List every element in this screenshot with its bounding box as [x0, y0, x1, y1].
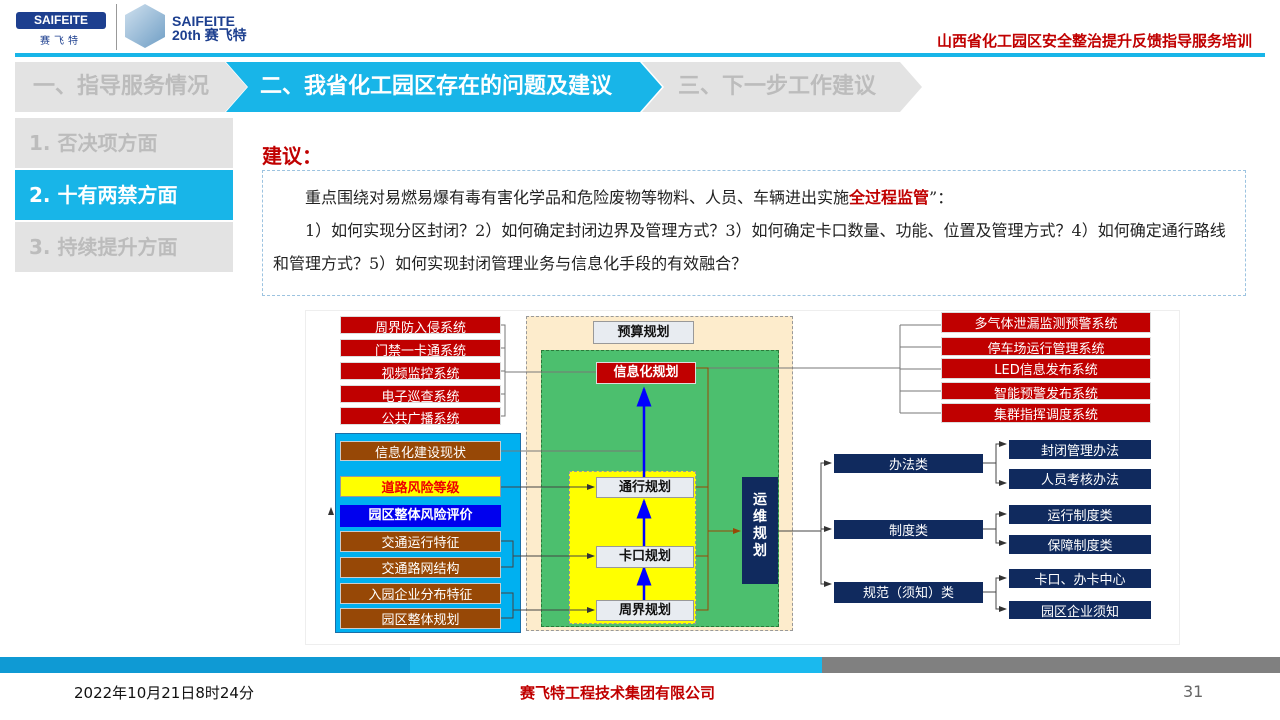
input-box: 入园企业分布特征 — [340, 583, 501, 604]
input-box-risk-eval: 园区整体风险评价 — [340, 505, 501, 527]
input-box: 交通路网结构 — [340, 557, 501, 578]
category-box: 规范（须知）类 — [834, 582, 983, 603]
input-box-road-risk: 道路风险等级 — [340, 476, 501, 497]
suggestion-text: 重点围绕对易燃易爆有毒有害化学品和危险废物等物料、人员、车辆进出实施全过程监管”… — [262, 170, 1246, 296]
right-system-box: 多气体泄漏监测预警系统 — [941, 312, 1151, 333]
footer-bar-3 — [822, 657, 1280, 673]
right-system-box: 智能预警发布系统 — [941, 382, 1151, 400]
ops-plan-box: 运维规划 — [742, 477, 778, 584]
left-system-box: 门禁一卡通系统 — [340, 339, 501, 357]
header-title: 山西省化工园区安全整治提升反馈指导服务培训 — [936, 32, 1252, 50]
footer-company: 赛飞特工程技术集团有限公司 — [520, 684, 716, 702]
gate-plan-box: 卡口规划 — [596, 546, 694, 568]
right-system-box: 停车场运行管理系统 — [941, 337, 1151, 356]
logo-divider — [116, 4, 117, 50]
category-item-box: 园区企业须知 — [1009, 601, 1151, 619]
input-box: 信息化建设现状 — [340, 441, 501, 461]
tab-problems[interactable]: 二、我省化工园区存在的问题及建议 — [226, 62, 662, 112]
category-item-box: 保障制度类 — [1009, 535, 1151, 554]
budget-plan-box: 预算规划 — [593, 321, 694, 344]
tab-next-steps[interactable]: 三、下一步工作建议 — [642, 62, 922, 112]
category-item-box: 运行制度类 — [1009, 505, 1151, 524]
footer-datetime: 2022年10月21日8时24分 — [74, 684, 254, 702]
category-box: 制度类 — [834, 520, 983, 539]
tab-guidance[interactable]: 一、指导服务情况 — [15, 62, 247, 112]
left-system-box: 周界防入侵系统 — [340, 316, 501, 334]
input-box: 交通运行特征 — [340, 531, 501, 552]
category-item-box: 封闭管理办法 — [1009, 440, 1151, 459]
info-plan-box: 信息化规划 — [596, 362, 696, 384]
connector-lines — [328, 324, 1007, 619]
left-system-box: 视频监控系统 — [340, 362, 501, 380]
category-box: 办法类 — [834, 454, 983, 473]
subnav-item-veto[interactable]: 1. 否决项方面 — [15, 118, 233, 168]
footer-bar-1 — [0, 657, 410, 673]
left-system-box: 公共广播系统 — [340, 407, 501, 425]
footer-bar-2 — [410, 657, 822, 673]
page-number: 31 — [1183, 682, 1204, 701]
right-system-box: LED信息发布系统 — [941, 358, 1151, 379]
subnav-item-improve[interactable]: 3. 持续提升方面 — [15, 222, 233, 272]
perimeter-plan-box: 周界规划 — [596, 600, 694, 621]
planning-diagram: 周界防入侵系统 门禁一卡通系统 视频监控系统 电子巡查系统 公共广播系统 信息化… — [305, 310, 1180, 645]
anniversary-logo-icon — [125, 4, 165, 48]
category-item-box: 人员考核办法 — [1009, 469, 1151, 489]
header-divider — [15, 53, 1265, 57]
traffic-plan-box: 通行规划 — [596, 477, 694, 498]
input-box: 园区整体规划 — [340, 608, 501, 629]
right-system-box: 集群指挥调度系统 — [941, 403, 1151, 423]
category-item-box: 卡口、办卡中心 — [1009, 569, 1151, 588]
subnav-item-ten-two[interactable]: 2. 十有两禁方面 — [15, 170, 233, 220]
left-system-box: 电子巡查系统 — [340, 385, 501, 403]
section-label: 建议： — [262, 144, 322, 168]
